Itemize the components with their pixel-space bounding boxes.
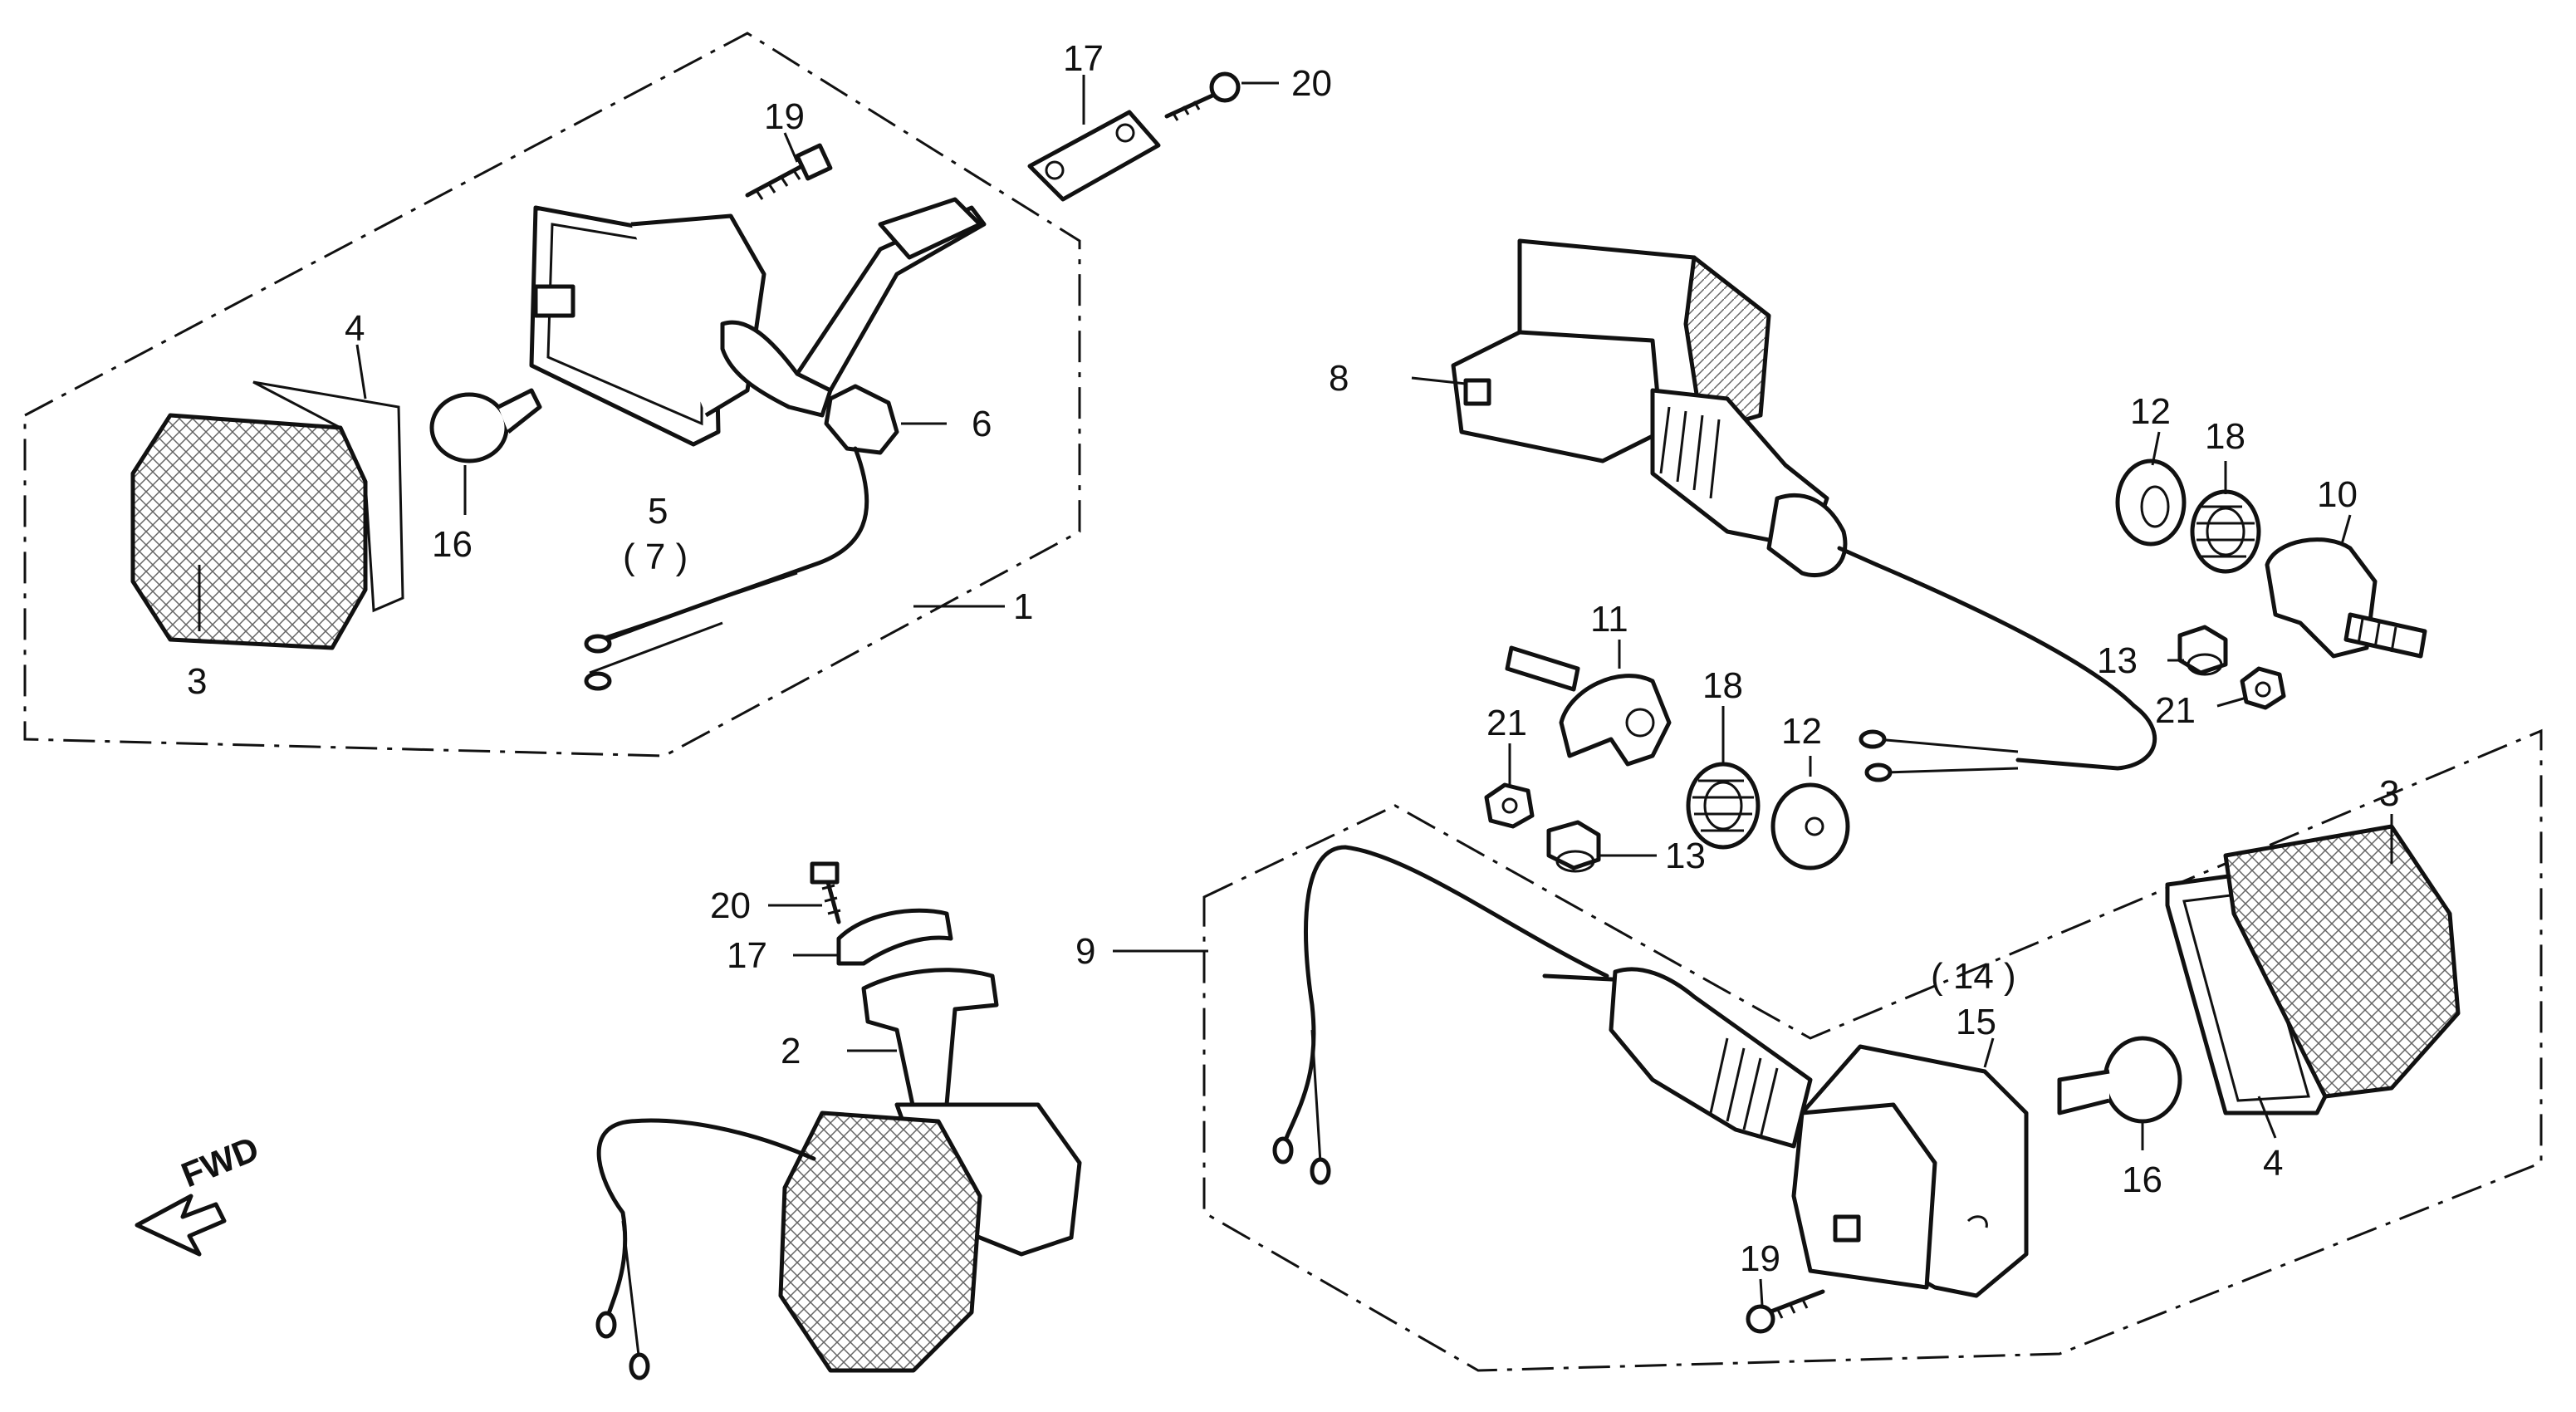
callout-3-left: 3 [187,661,207,702]
callout-2: 2 [781,1031,801,1071]
callout-13-upper: 13 [2097,640,2138,681]
rubber-cushion-12-lower [1770,782,1850,870]
callout-21-lower: 21 [1486,703,1527,743]
callout-19-lower: 19 [1740,1238,1780,1279]
bulb-16-right [2057,1036,2182,1124]
callout-17-lower: 17 [727,935,767,976]
screw-19-top [745,143,833,200]
leader-lines [198,75,2393,1307]
callout-16-right: 16 [2122,1160,2162,1200]
callout-14: ( 14 ) [1931,956,2016,997]
callout-18-upper: 18 [2205,416,2245,457]
callout-12-lower: 12 [1781,711,1822,752]
rubber-cushion-12-upper [2115,458,2187,547]
callout-9: 9 [1075,931,1095,972]
callout-13-lower: 13 [1665,836,1706,876]
callout-19-upper: 19 [764,96,805,137]
clamp-17-top [1027,110,1161,202]
grommet-18-lower [1686,762,1761,850]
connector-6 [824,384,899,455]
callout-18-lower: 18 [1702,665,1743,706]
rear-turn-signal-8 [1451,238,2157,782]
screw-19-lower [1746,1289,1825,1334]
callout-labels: 1 2 3 3 4 4 5 ( 7 ) 6 8 9 10 11 12 12 13… [187,38,2399,1279]
mount-11 [1505,645,1672,767]
bulb-16-left [429,388,542,463]
callout-17-upper: 17 [1063,38,1104,79]
callout-5: 5 [648,491,668,532]
housing-5 [529,197,987,447]
clamp-17-lower [836,908,953,966]
lens-3-right [2223,824,2461,1099]
screw-20-lower [810,861,841,924]
front-left-turn-signal [130,197,987,691]
callout-20-lower: 20 [710,885,751,926]
callout-6: 6 [972,404,992,444]
fwd-label: FWD [176,1129,264,1194]
callout-7: ( 7 ) [623,537,688,577]
callout-8: 8 [1329,358,1349,399]
grommet-18-upper [2190,489,2261,574]
callout-4-left: 4 [345,308,365,349]
callout-11: 11 [1590,599,1628,640]
fwd-arrow-icon: FWD [135,1129,264,1257]
callout-4-right: 4 [2263,1143,2283,1184]
gasket-4-left [252,380,404,613]
callout-1: 1 [1013,586,1033,627]
collar-13-lower [1546,820,1601,873]
turn-signal-2 [595,968,1082,1380]
nut-21-upper [2240,666,2286,710]
mount-10 [2265,537,2427,659]
screw-20-top [1164,71,1241,121]
callout-15: 15 [1956,1002,1996,1042]
callout-3-right: 3 [2379,773,2399,814]
turn-signal-15 [1272,845,2029,1298]
collar-13-upper [2177,625,2228,676]
callout-20-upper: 20 [1291,63,1332,104]
callout-10: 10 [2317,474,2358,515]
assembly-1-boundary [23,32,1081,757]
wire-signal-8 [1874,562,2157,771]
callout-16-left: 16 [432,524,473,565]
callout-12-upper: 12 [2130,391,2171,432]
assembly-9-boundary [1202,728,2543,1372]
nut-21-lower [1484,782,1535,829]
callout-21-upper: 21 [2155,690,2196,731]
